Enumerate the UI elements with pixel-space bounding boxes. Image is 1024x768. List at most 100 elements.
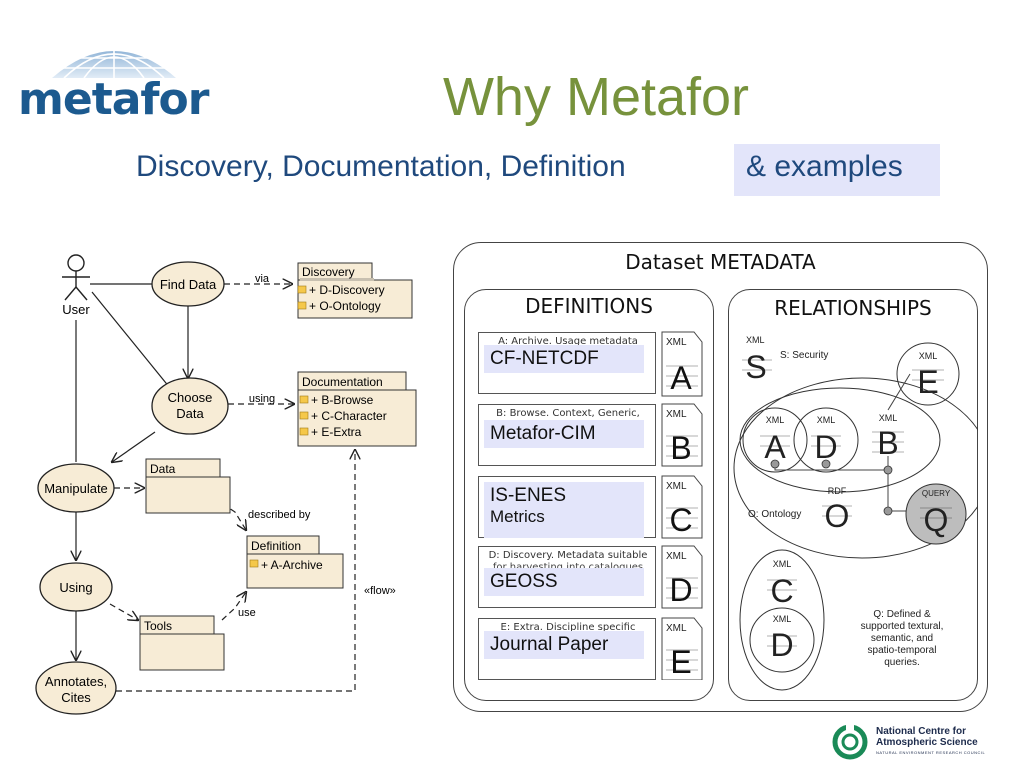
query-desc-line: supported textural, [861, 621, 944, 632]
folder-icon [299, 395, 309, 404]
rel-letter-d2: D [770, 627, 793, 663]
usecase-manipulate-label: Manipulate [44, 481, 108, 496]
rel-letter-o: O [825, 498, 850, 534]
relationships-diagram: XML S S: Security XML E XML XML XML A D … [733, 335, 978, 691]
page-title: Why Metafor [442, 67, 750, 127]
xml-tag: XML [666, 623, 687, 634]
rel-letter-e: E [917, 364, 938, 400]
usecase-choose-data-label-1: Choose [168, 390, 213, 405]
definitions-title: DEFINITIONS [525, 294, 653, 318]
uml-diagram: User Find Data Choose Data Manipulate Us… [35, 254, 417, 715]
ncas-logo-icon [832, 724, 868, 760]
xml-documents: XML XML XML XML XML A B C D E [661, 331, 703, 680]
definition-letter: E [670, 644, 691, 680]
definition-label-text: Journal Paper [490, 634, 609, 655]
using-label: using [249, 393, 275, 405]
xml-document-icon [661, 617, 703, 680]
via-label: via [255, 273, 270, 285]
query-desc-line: spatio-temporal [868, 645, 937, 656]
rel-letter-b: B [877, 425, 898, 461]
xml-document-icon [661, 403, 703, 467]
ncas-line-1: National Centre for [876, 726, 967, 737]
package-discovery-title: Discovery [302, 265, 355, 279]
ncas-line-2: Atmospheric Science [876, 737, 978, 748]
definition-label: CF-NETCDF [484, 345, 644, 373]
xml-document-icon [661, 545, 703, 609]
package-discovery: Discovery + D-Discovery + O-Ontology [297, 262, 413, 319]
query-desc-line: Q: Defined & [873, 609, 931, 620]
xml-tag: XML [666, 551, 687, 562]
definition-desc: D: Discovery. Metadata suitable [488, 550, 648, 561]
package-discovery-item: + O-Ontology [309, 299, 381, 313]
definition-label: Journal Paper [484, 631, 644, 659]
usecase-annotates-label-1: Annotates, [45, 674, 107, 689]
definition-label-text: Metafor-CIM [490, 423, 596, 444]
definition-label-text: IS-ENES [490, 485, 567, 506]
ncas-line-3: NATURAL ENVIRONMENT RESEARCH COUNCIL [876, 750, 986, 755]
examples-highlight: & examples [734, 144, 940, 196]
package-definition-item: + A-Archive [261, 558, 323, 572]
security-label: S: Security [780, 350, 828, 361]
usecase-annotates-label-2: Cites [61, 690, 91, 705]
xml-tag: XML [766, 415, 785, 425]
definition-desc: A: Archive. Usage metadata [498, 336, 638, 347]
definition-label-text: GEOSS [490, 571, 558, 592]
xml-tag: XML [919, 351, 938, 361]
package-data: Data [145, 458, 231, 514]
definition-label: IS-ENES Metrics [484, 482, 644, 538]
page-subtitle: Discovery, Documentation, Definition [136, 150, 626, 183]
package-documentation-item: + B-Browse [311, 393, 374, 407]
xml-tag: XML [746, 335, 765, 345]
folder-icon [249, 559, 259, 568]
package-data-title: Data [150, 462, 176, 476]
rel-circle-e [896, 342, 960, 406]
metafor-logo [14, 30, 214, 126]
definition-letter: C [669, 502, 692, 538]
character-ellipse [739, 549, 825, 691]
logo-text: metafor [18, 74, 209, 125]
definition-letter: A [670, 360, 692, 396]
package-documentation-item: + E-Extra [311, 425, 362, 439]
package-documentation-title: Documentation [302, 375, 383, 389]
folder-icon [299, 411, 309, 420]
definition-label: Metafor-CIM [484, 420, 644, 448]
xml-tag: XML [817, 415, 836, 425]
rel-letter-s: S [745, 349, 766, 385]
xml-document-icon [661, 331, 703, 397]
ontology-label: O: Ontology [748, 509, 801, 520]
dataset-metadata-panel [453, 242, 988, 712]
query-desc-line: semantic, and [871, 633, 933, 644]
rel-letter-a: A [764, 429, 786, 465]
package-discovery-item: + D-Discovery [309, 283, 385, 297]
package-tools: Tools [139, 615, 225, 671]
definition-label-text: CF-NETCDF [490, 348, 599, 369]
definition-desc: E: Extra. Discipline specific [500, 622, 636, 633]
query-tag: QUERY [922, 489, 951, 498]
usecase-find-data-label: Find Data [160, 277, 217, 292]
query-circle [905, 483, 967, 545]
ontology-ellipse [733, 377, 978, 559]
folder-icon [297, 301, 307, 310]
relationships-title: RELATIONSHIPS [774, 296, 932, 320]
definition-letter: B [670, 430, 691, 466]
globe-icon [52, 34, 176, 79]
query-desc-line: queries. [884, 657, 920, 668]
user-actor-icon [62, 254, 90, 301]
xml-tag: XML [666, 337, 687, 348]
rel-letter-c: C [770, 573, 793, 609]
definitions-panel [464, 289, 714, 701]
definition-letter: D [669, 572, 692, 608]
flow-label: «flow» [364, 585, 396, 597]
definition-desc-2: for harvesting into catalogues [479, 562, 655, 573]
actor-label: User [62, 302, 90, 317]
xml-tag: XML [666, 481, 687, 492]
package-documentation: Documentation + B-Browse + C-Character +… [297, 371, 417, 447]
package-documentation-item: + C-Character [311, 409, 387, 423]
package-definition-title: Definition [251, 539, 301, 553]
xml-tag: XML [666, 409, 687, 420]
xml-tag: XML [773, 614, 792, 624]
folder-icon [299, 427, 309, 436]
rdf-tag: RDF [828, 486, 847, 496]
rel-letter-q: Q [924, 502, 949, 538]
xml-tag: XML [879, 413, 898, 423]
